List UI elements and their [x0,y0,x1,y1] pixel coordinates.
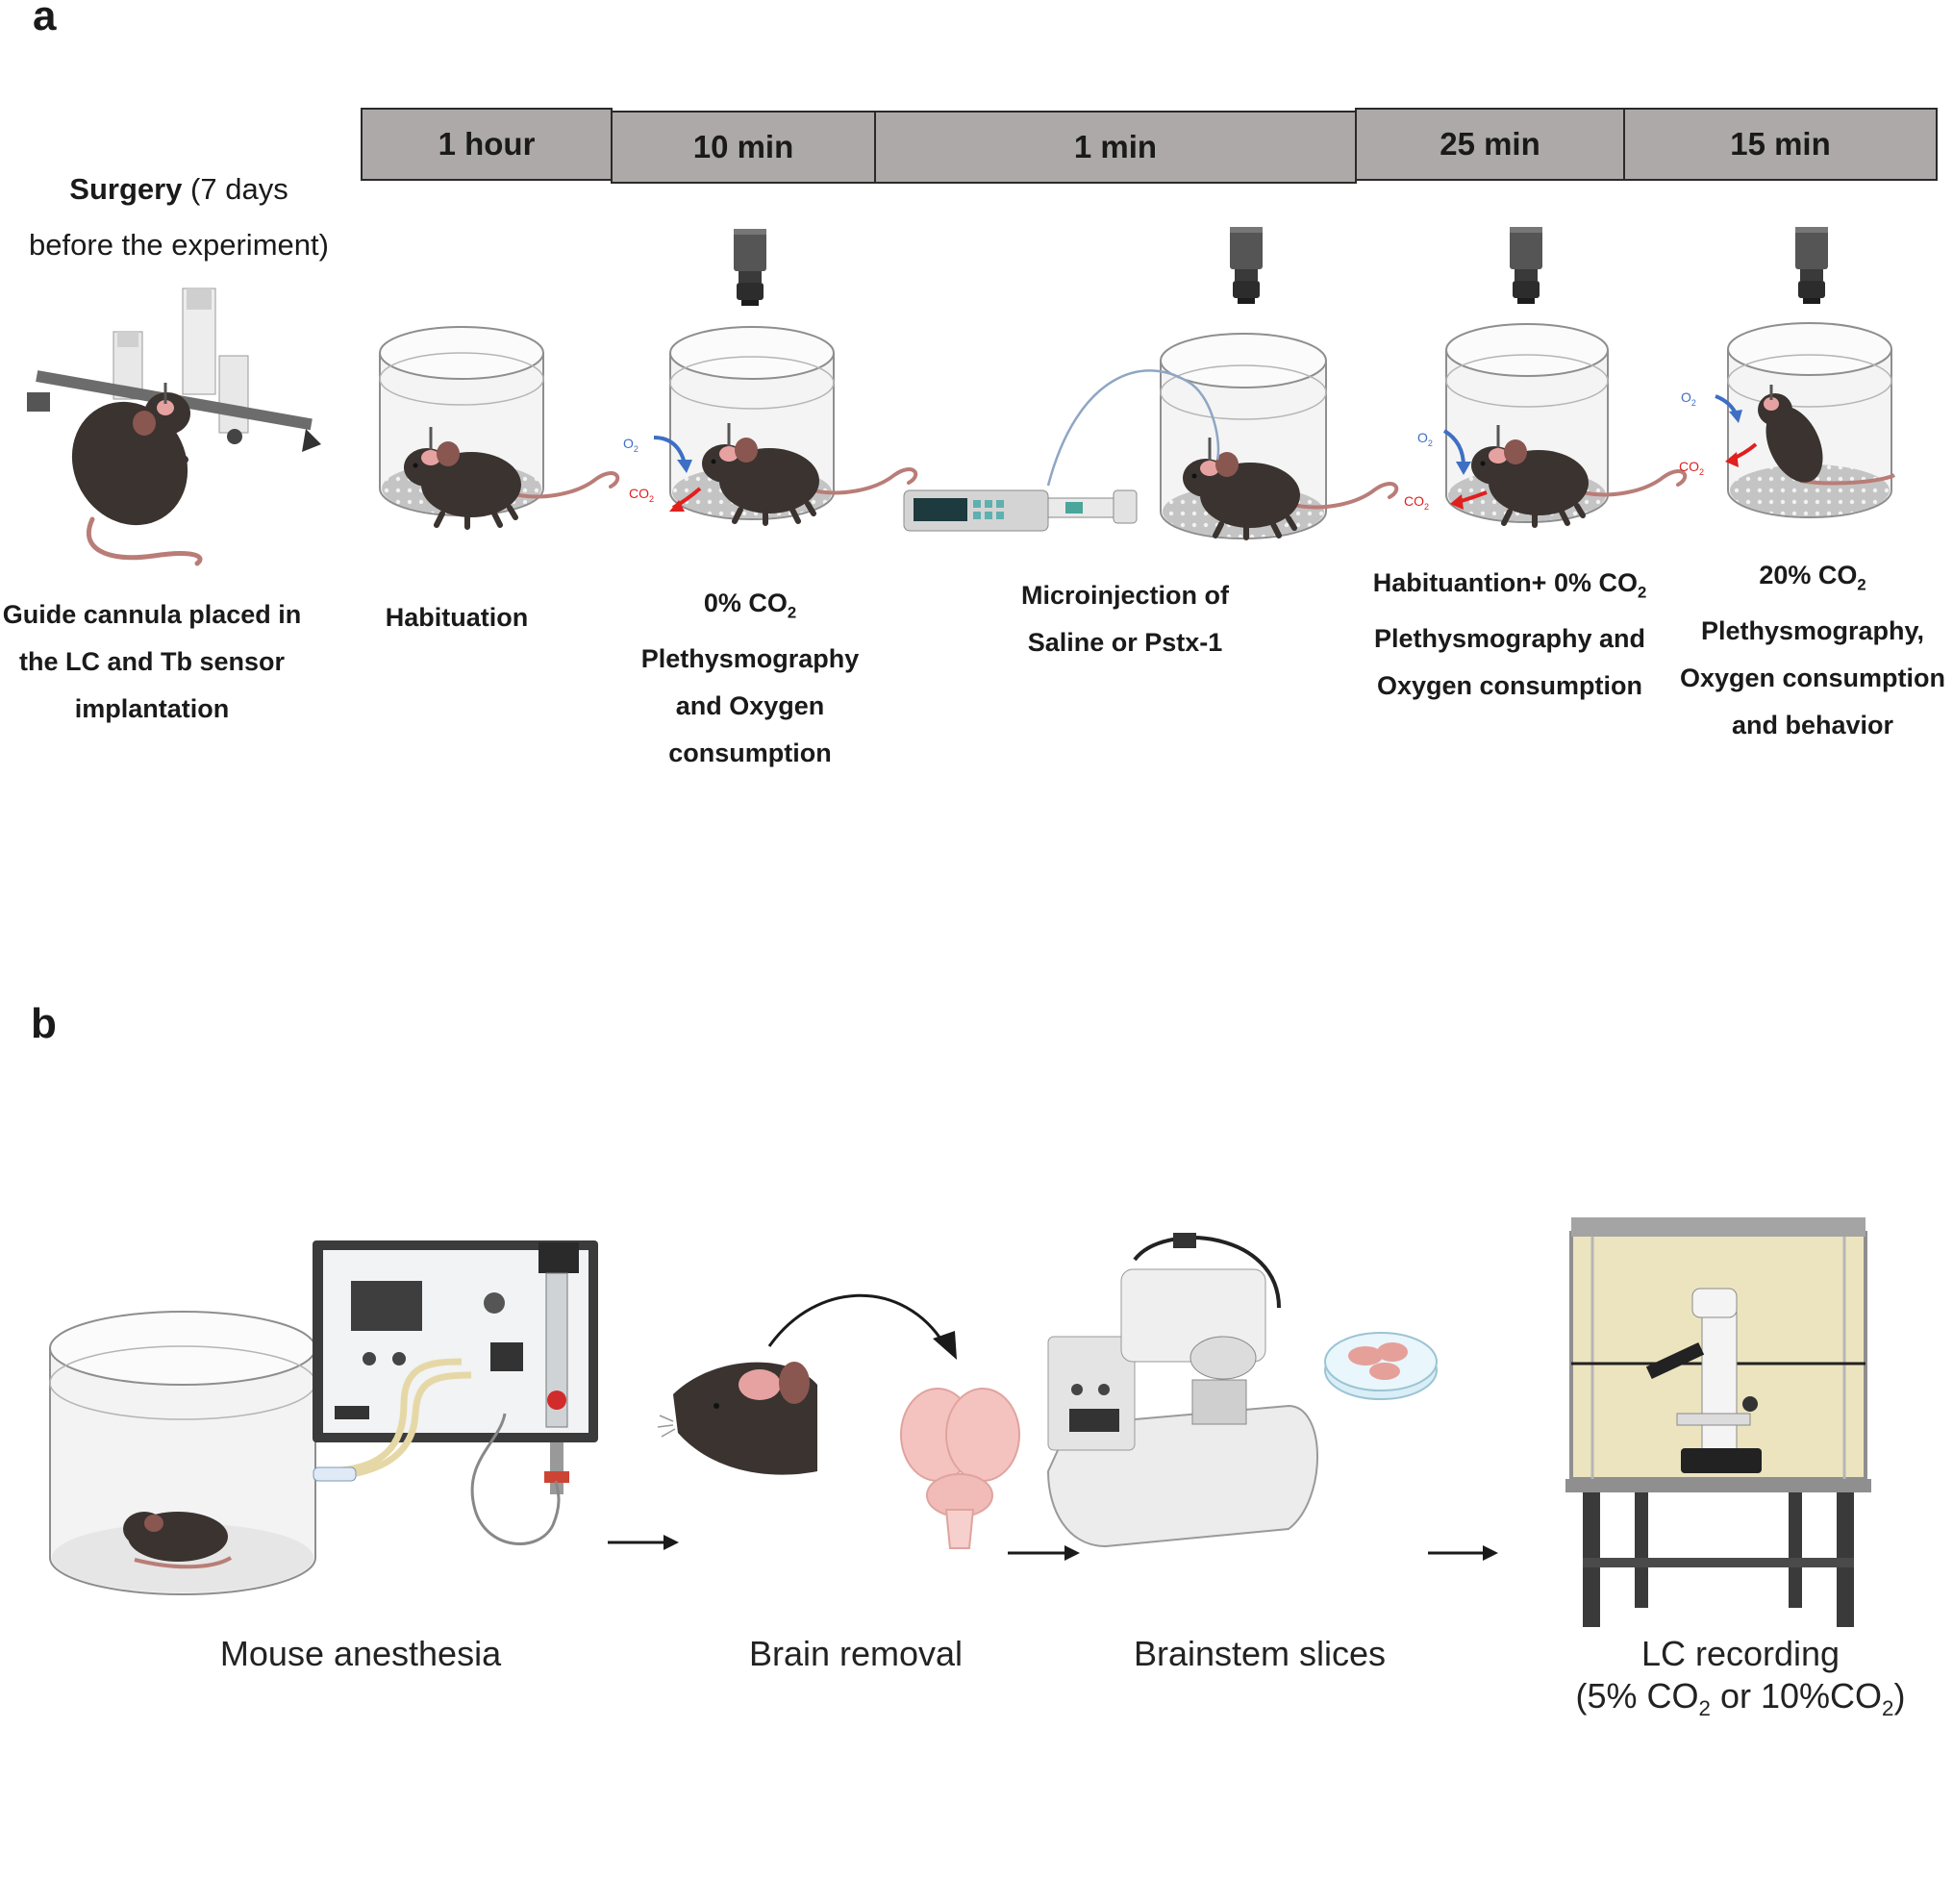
petri-dish-icon [1324,1332,1438,1400]
gas-tubing [322,1358,463,1475]
mouse-head-icon [657,1362,817,1475]
o2-label: O2 [1417,430,1433,448]
chamber-baseline-icon [669,326,915,523]
caption-habituation-co2: Habituantion+ 0% CO2 Plethysmography and… [1372,568,1647,701]
vibratome-icon [1046,1233,1318,1548]
camera-icon [1510,227,1542,304]
flow-arrow-icon [608,1535,679,1550]
microscope-icon [1645,1288,1762,1473]
surgery-title: Surgery (7 days before the experiment) [29,172,329,262]
timeline-segment-hypercapnia: 15 min [1623,108,1938,181]
o2-arrow-icon [1715,394,1742,423]
o2-label: O2 [1681,389,1696,408]
co2-arrow-icon [669,487,702,512]
anesthesia-vaporizer-icon [313,1240,598,1494]
curved-arrow [767,1293,946,1347]
flow-arrow-icon [1008,1545,1080,1561]
co2-label: CO2 [629,486,654,504]
camera-icon [734,229,766,306]
camera-icon [1795,227,1828,304]
caption-microinjection: Microinjection of Saline or Pstx-1 [1021,581,1229,657]
nose-cone-connector [313,1466,357,1482]
caption-habituation: Habituation [385,603,529,632]
caption-mouse-anesthesia: Mouse anesthesia [219,1634,502,1673]
caption-baseline: 0% CO2 Plethysmography and Oxygen consum… [640,589,860,768]
surgery-mouse-icon [71,383,203,566]
co2-label: CO2 [1679,459,1704,477]
o2-arrow-icon [653,436,692,473]
caption-hypercapnia: 20% CO2 Plethysmography, Oxygen consumpt… [1679,561,1946,740]
panel-a-illustrations: O2 CO2 O2 CO2 [27,227,1896,566]
panel-label-b: b [31,1000,57,1047]
chamber-microinjection-icon [1160,333,1396,539]
chamber-hypercapnia-icon [1727,322,1896,518]
brain-icon [900,1388,1020,1549]
co2-arrow-icon [1450,490,1488,510]
flow-arrow-icon [1428,1545,1498,1561]
co2-arrow-icon [1725,442,1758,467]
panel-label-a: a [33,0,57,39]
o2-arrow-icon [1442,429,1471,475]
panel-b-illustrations [49,1217,1871,1627]
timeline-segment-microinjection: 1 min [874,111,1357,184]
caption-lc-recording: LC recording (5% CO2 or 10%CO2) [1575,1634,1906,1721]
syringe-pump-icon [903,489,1138,532]
anesthesia-chamber-icon [49,1311,316,1595]
injection-tubing [1046,369,1220,487]
co2-label: CO2 [1404,493,1429,512]
surgery-caption: Guide cannula placed in the LC and Tb se… [2,600,302,723]
caption-brainstem-slices: Brainstem slices [1133,1634,1387,1673]
o2-label: O2 [623,436,638,454]
chamber-habituation-co2-icon [1445,323,1685,525]
chamber-habituation-icon [379,326,617,527]
caption-brain-removal: Brain removal [748,1634,964,1673]
timeline-segment-habituation: 1 hour [361,108,613,181]
timeline-segment-habituation-co2: 25 min [1355,108,1625,181]
camera-icon [1230,227,1263,304]
